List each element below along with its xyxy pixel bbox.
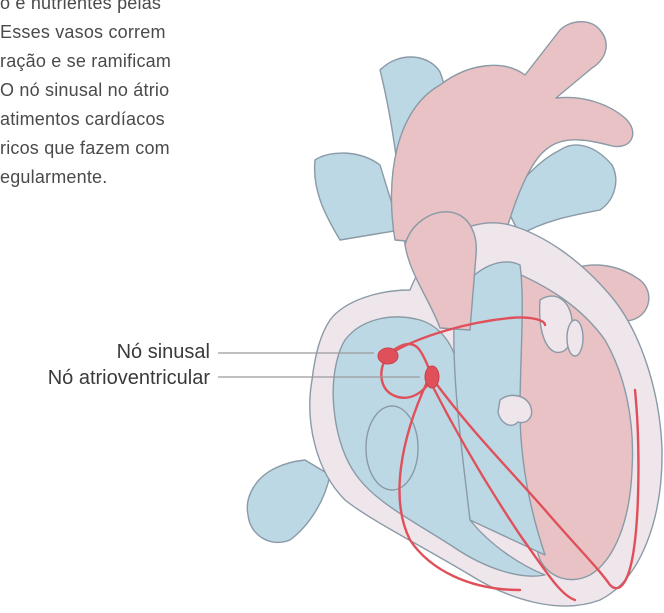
aorta (391, 22, 632, 245)
papillary-muscle (567, 320, 583, 356)
valve-detail (498, 395, 532, 425)
label-atrioventricular-node: Nó atrioventricular (48, 366, 210, 390)
atrioventricular-node (425, 366, 439, 388)
label-sinoatrial-node: Nó sinusal (117, 340, 210, 364)
fossa-ovalis (366, 406, 418, 490)
pulmonary-trunk (315, 153, 400, 240)
inferior-vena-cava (247, 460, 330, 542)
sinoatrial-node (378, 348, 398, 364)
